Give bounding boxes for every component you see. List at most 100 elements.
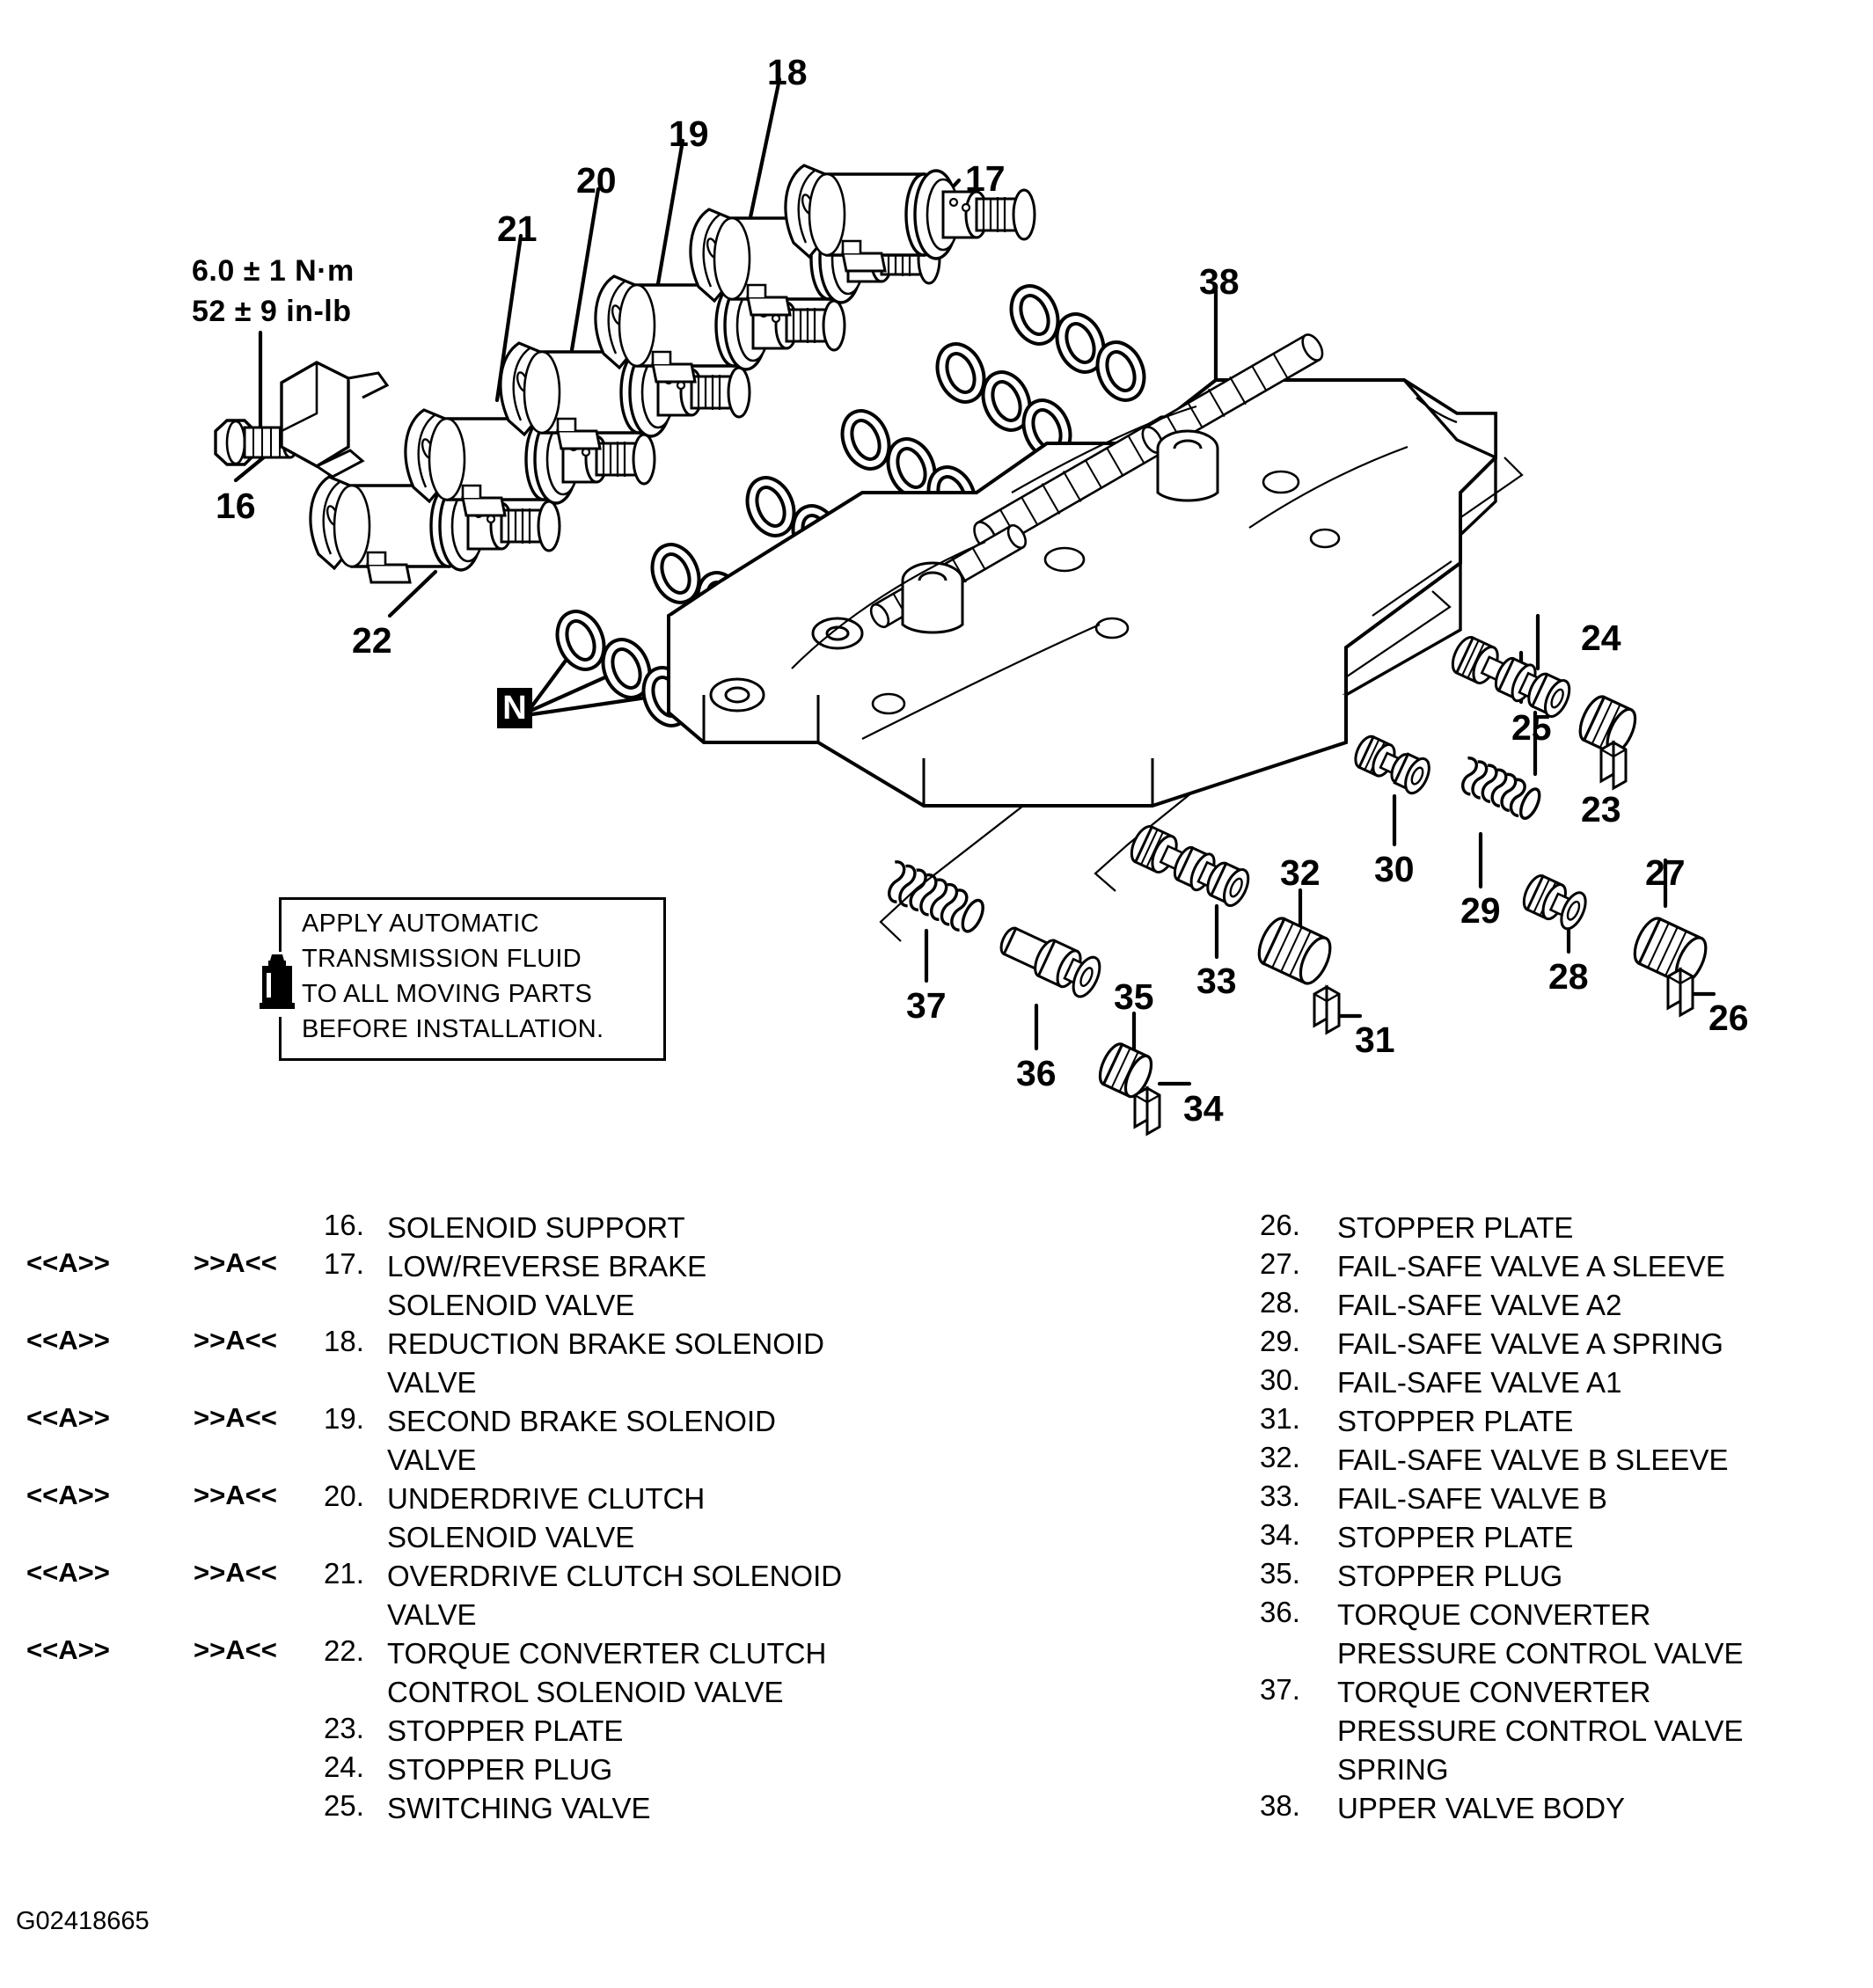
part-29-failsafe-a-spring [1461,756,1541,820]
part-26-stopper-plate [1666,968,1694,1017]
legend-label-line: FAIL-SAFE VALVE A SPRING [1337,1327,1723,1360]
callout-21: 21 [497,208,538,249]
legend-item-label: FAIL-SAFE VALVE B [1337,1480,1867,1518]
torque-spec: 6.0 ± 1 N·m 52 ± 9 in-lb [192,251,355,332]
legend-item-number: 21. [324,1557,364,1590]
legend-item-label: FAIL-SAFE VALVE A1 [1337,1363,1867,1402]
callout-17: 17 [965,158,1006,199]
legend-item-number: 35. [1260,1557,1300,1590]
legend-label-line: STOPPER PLATE [1337,1211,1574,1244]
legend-label-line: SOLENOID SUPPORT [387,1211,685,1244]
legend-marker-before: <<A>> [26,1634,110,1665]
legend-label-line: STOPPER PLATE [1337,1521,1574,1553]
legend-item-33: 33.FAIL-SAFE VALVE B [1260,1480,1867,1518]
legend-item-label: FAIL-SAFE VALVE A2 [1337,1286,1867,1325]
legend-marker-after: >>A<< [194,1325,277,1356]
legend-label-line: FAIL-SAFE VALVE B [1337,1482,1607,1515]
note-line-1: APPLY AUTOMATIC [302,910,539,938]
legend-label-line: LOW/REVERSE BRAKE [387,1250,707,1283]
callout-22: 22 [352,620,392,661]
legend-item-label: STOPPER PLUG [1337,1557,1867,1596]
legend-label-line: OVERDRIVE CLUTCH SOLENOID [387,1560,843,1592]
callout-26: 26 [1708,998,1749,1038]
note-line-2: TRANSMISSION FLUID [302,945,582,973]
legend-item-number: 18. [324,1325,364,1357]
callout-36: 36 [1016,1053,1057,1093]
legend-item-number: 30. [1260,1363,1300,1396]
legend-marker-after: >>A<< [194,1480,277,1510]
callout-18: 18 [767,52,808,92]
legend-item-number: 24. [324,1750,364,1783]
legend-item-label: FAIL-SAFE VALVE A SPRING [1337,1325,1867,1363]
legend-item-label: STOPPER PLATE [1337,1518,1867,1557]
legend-item-number: 29. [1260,1325,1300,1357]
torque-spec-imperial: 52 ± 9 in-lb [192,295,352,328]
legend-label-line: STOPPER PLUG [387,1753,613,1786]
legend-marker-before: <<A>> [26,1557,110,1588]
legend-item-32: 32.FAIL-SAFE VALVE B SLEEVE [1260,1441,1867,1480]
legend-label-line: UPPER VALVE BODY [1337,1792,1626,1824]
legend-label-line: UNDERDRIVE CLUTCH [387,1482,706,1515]
callout-30: 30 [1374,849,1415,889]
legend-label-line: TORQUE CONVERTER CLUTCH [387,1637,827,1670]
legend-item-number: 27. [1260,1247,1300,1280]
legend-label-line: SOLENOID VALVE [387,1289,635,1321]
legend-label-line: FAIL-SAFE VALVE A2 [1337,1289,1622,1321]
callout-32: 32 [1280,852,1321,893]
callout-25: 25 [1511,707,1552,748]
note-line-3: TO ALL MOVING PARTS [302,980,593,1008]
legend-item-label: STOPPER PLATE [1337,1402,1867,1441]
legend-label-line: VALVE [387,1366,477,1399]
legend-item-label: FAIL-SAFE VALVE B SLEEVE [1337,1441,1867,1480]
legend-item-23: 23.STOPPER PLATE [26,1712,959,1750]
legend-label-line: STOPPER PLATE [1337,1405,1574,1437]
legend-label-line: CONTROL SOLENOID VALVE [387,1676,784,1708]
legend-item-27: 27. FAIL-SAFE VALVE A SLEEVE [1260,1247,1867,1286]
o-ring-marker-n: N [497,688,532,728]
callout-29: 29 [1460,890,1501,931]
legend-marker-before: <<A>> [26,1402,110,1433]
legend-item-29: 29. FAIL-SAFE VALVE A SPRING [1260,1325,1867,1363]
legend-item-label: STOPPER PLATE [1337,1209,1867,1247]
part-36-tc-pressure-control-valve [999,926,1101,998]
oil-can-icon [257,952,297,1017]
legend-item-31: 31.STOPPER PLATE [1260,1402,1867,1441]
legend-item-number: 37. [1260,1673,1300,1706]
part-30-failsafe-a1 [1349,730,1436,799]
legend-item-label: STOPPER PLUG [387,1750,959,1789]
callout-31: 31 [1355,1020,1395,1060]
legend-label-line: SPRING [1337,1753,1449,1786]
part-37-tc-spring [888,860,984,933]
callout-16: 16 [216,486,256,526]
torque-spec-metric: 6.0 ± 1 N·m [192,254,355,288]
legend-item-number: 36. [1260,1596,1300,1628]
legend-label-line: STOPPER PLUG [1337,1560,1563,1592]
solenoid-support-bracket [280,361,390,479]
callout-38: 38 [1199,261,1240,302]
callout-20: 20 [576,160,617,201]
figure-id: G02418665 [16,1907,150,1935]
legend-label-line: SECOND BRAKE SOLENOID [387,1405,776,1437]
legend-item-number: 38. [1260,1789,1300,1822]
legend-label-line: PRESSURE CONTROL VALVE [1337,1637,1744,1670]
legend-item-number: 22. [324,1634,364,1667]
legend-item-38: 38. UPPER VALVE BODY [1260,1789,1867,1828]
legend-label-line: FAIL-SAFE VALVE A SLEEVE [1337,1250,1725,1283]
callout-37: 37 [906,985,947,1026]
legend-marker-before: <<A>> [26,1247,110,1278]
legend-item-16: 16.SOLENOID SUPPORT [26,1209,959,1247]
legend-marker-before: <<A>> [26,1325,110,1356]
legend-item-number: 17. [324,1247,364,1280]
callout-27: 27 [1645,852,1686,893]
legend-item-34: 34.STOPPER PLATE [1260,1518,1867,1557]
legend-label-line: TORQUE CONVERTER [1337,1598,1651,1631]
